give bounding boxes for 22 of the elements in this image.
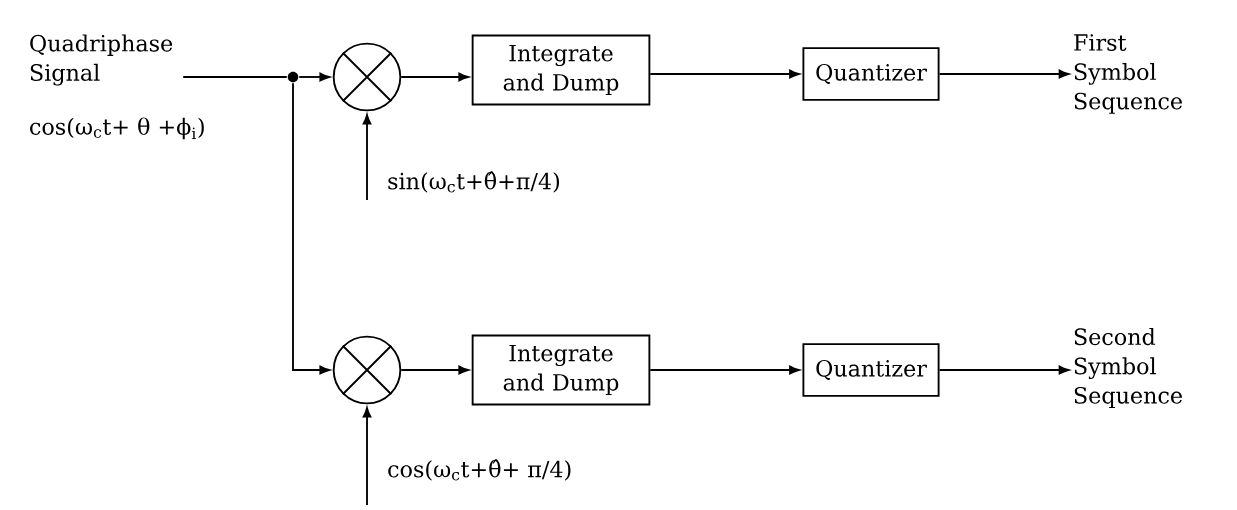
process-box: Quantizer — [802, 47, 940, 101]
arrow — [400, 365, 469, 375]
arrow — [649, 365, 800, 375]
arrow — [362, 407, 372, 506]
arrow — [938, 365, 1070, 375]
signal-label: Quadriphase Signal — [30, 34, 173, 86]
process-box: Integrate and Dump — [471, 334, 651, 406]
arrow — [649, 69, 800, 79]
arrow — [292, 82, 330, 375]
multiplier-symbol — [332, 335, 402, 405]
arrow — [938, 69, 1070, 79]
process-box: Quantizer — [802, 343, 940, 397]
arrow — [400, 72, 469, 82]
signal-label: Second Symbol Sequence — [1074, 327, 1182, 409]
arrow — [362, 114, 372, 201]
signal-label: First Symbol Sequence — [1074, 34, 1182, 114]
edge-label: sin(ω$_{c}$t+θ̂+π/4) — [385, 170, 562, 194]
formula-label: cos(ω$_{c}$t+ θ +ϕ$_{i}$) — [30, 117, 204, 140]
arrow — [298, 72, 330, 82]
edge-label: cos(ω$_{c}$t+θ̂+ π/4) — [385, 458, 574, 482]
multiplier-symbol — [332, 42, 402, 112]
process-box: Integrate and Dump — [471, 34, 651, 106]
